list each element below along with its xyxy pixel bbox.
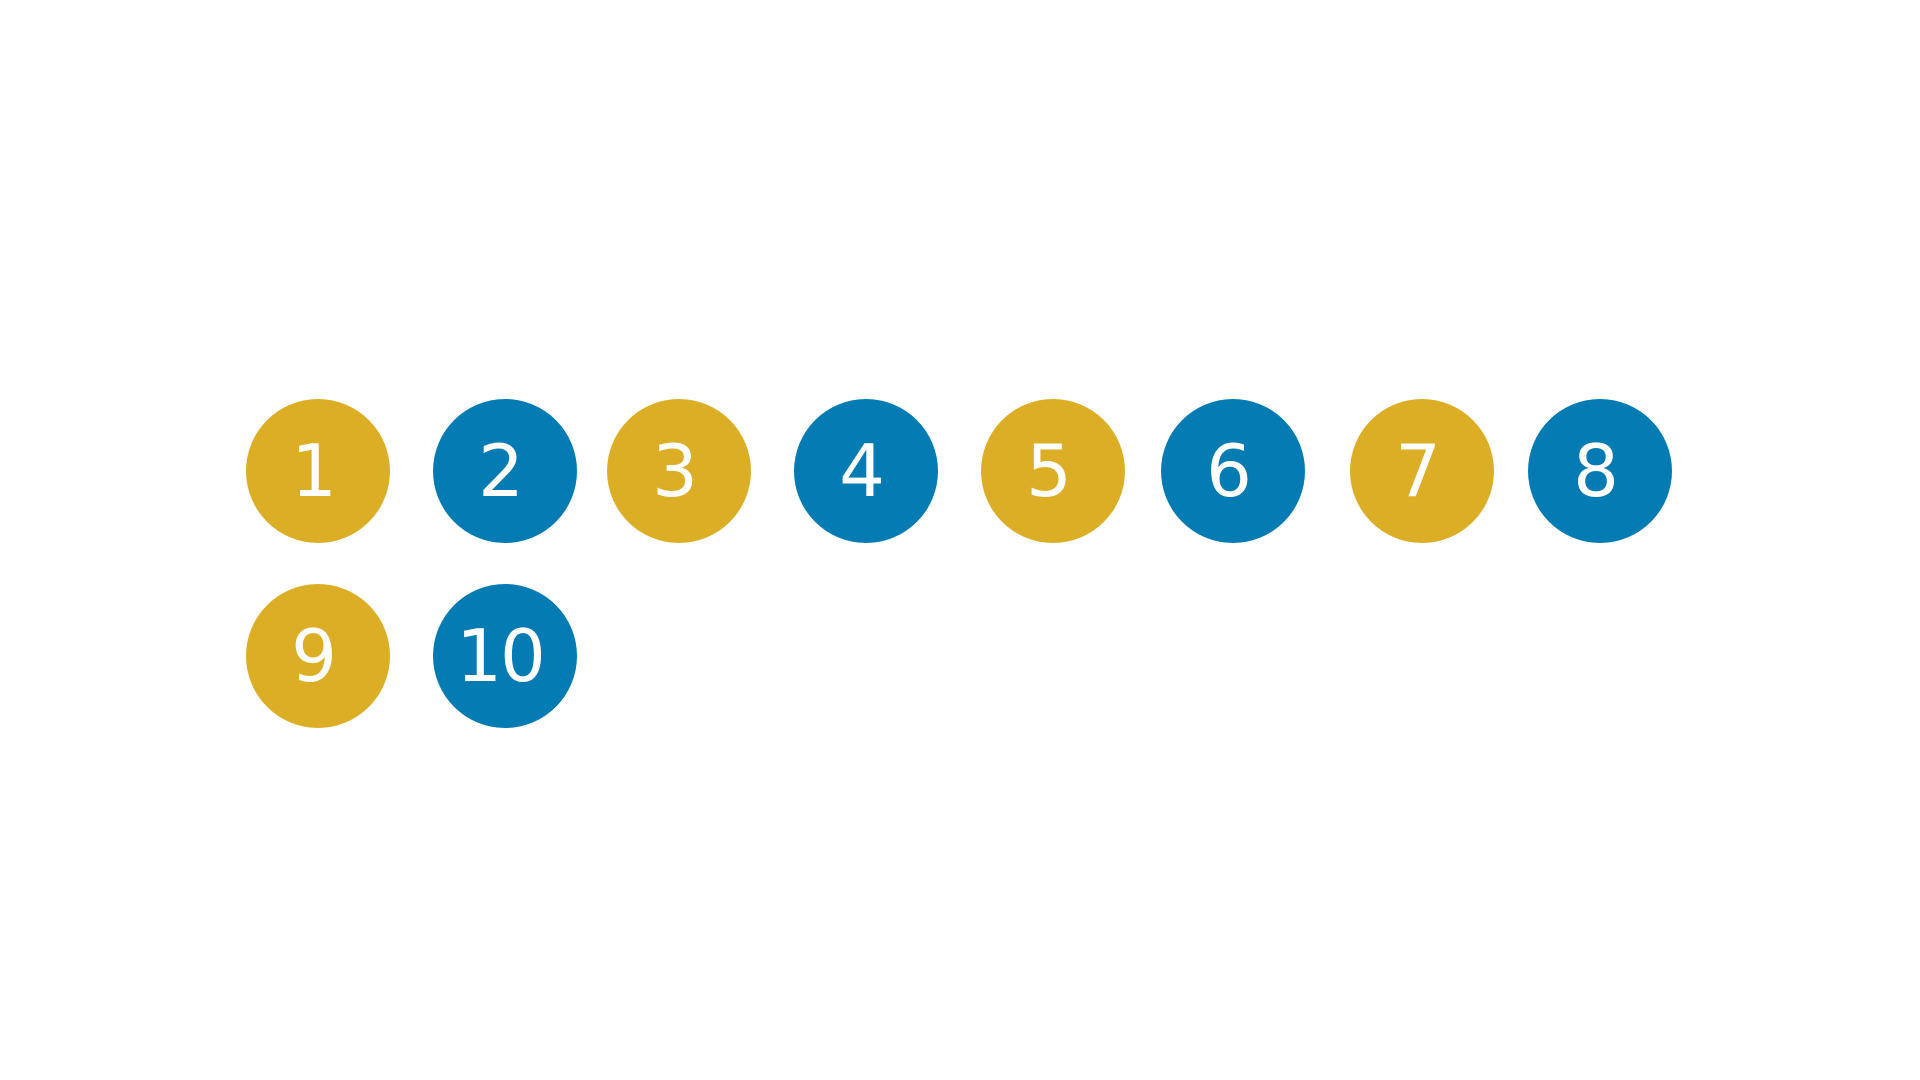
number-dot-7: 7 bbox=[1350, 399, 1494, 543]
number-dot-2: 2 bbox=[433, 399, 577, 543]
number-dot-label: 5 bbox=[1026, 429, 1072, 513]
number-dot-5: 5 bbox=[981, 399, 1125, 543]
number-dot-4: 4 bbox=[794, 399, 938, 543]
number-dot-9: 9 bbox=[246, 584, 390, 728]
number-dot-3: 3 bbox=[607, 399, 751, 543]
number-dot-label: 4 bbox=[839, 429, 885, 513]
number-dot-8: 8 bbox=[1528, 399, 1672, 543]
number-dot-label: 8 bbox=[1573, 429, 1619, 513]
number-dot-label: 3 bbox=[652, 429, 698, 513]
number-dot-label: 2 bbox=[478, 429, 524, 513]
number-dot-label: 10 bbox=[456, 614, 546, 698]
number-dot-label: 6 bbox=[1206, 429, 1252, 513]
number-dot-10: 10 bbox=[433, 584, 577, 728]
number-dot-label: 7 bbox=[1395, 429, 1441, 513]
number-dot-6: 6 bbox=[1161, 399, 1305, 543]
number-dot-label: 1 bbox=[291, 429, 337, 513]
number-dot-1: 1 bbox=[246, 399, 390, 543]
number-dot-label: 9 bbox=[291, 614, 337, 698]
